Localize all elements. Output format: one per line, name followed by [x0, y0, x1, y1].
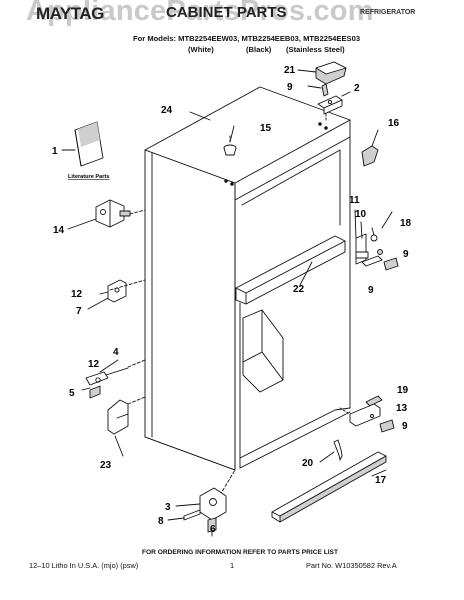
part-4-hinge-pin — [81, 359, 119, 399]
callout-10: 10 — [355, 209, 367, 220]
part-23-bracket — [107, 399, 129, 457]
part-3-bottom-hinge — [167, 487, 227, 537]
callout-labels: 1 2 3 4 5 6 7 8 9 9 9 9 10 11 12 12 13 1… — [52, 65, 412, 535]
callout-1: 1 — [52, 146, 58, 157]
leader-lines — [109, 209, 236, 496]
callout-9b: 9 — [403, 249, 409, 260]
callout-3: 3 — [165, 502, 171, 513]
footer-part-number: Part No. W10350582 Rev.A — [306, 561, 397, 570]
leader-15 — [229, 125, 235, 143]
callout-7: 7 — [76, 306, 82, 317]
part-15-plug — [223, 135, 237, 156]
callout-11: 11 — [349, 195, 360, 206]
part-1-literature — [61, 121, 104, 167]
callout-17: 17 — [375, 475, 387, 486]
callout-6: 6 — [210, 524, 216, 535]
callout-23: 23 — [100, 460, 112, 471]
cabinet-shell — [144, 86, 351, 471]
callout-9c: 9 — [368, 285, 374, 296]
callout-13: 13 — [396, 403, 408, 414]
callout-4: 4 — [113, 347, 119, 358]
callout-9d: 9 — [402, 421, 408, 432]
callout-14: 14 — [53, 225, 65, 236]
callout-9a: 9 — [287, 82, 293, 93]
part-10-middle-hinge — [354, 209, 399, 271]
leader-22 — [299, 261, 313, 286]
part-7-bracket — [87, 279, 127, 310]
part-13-lower-hinge — [339, 395, 395, 433]
models-line: For Models: MTB2254EEW03, MTB2254EEB03, … — [133, 34, 361, 43]
variant-stainless: (Stainless Steel) — [286, 45, 345, 54]
callout-18: 18 — [400, 218, 412, 229]
corner-note: REFRIGERATOR — [360, 9, 416, 16]
footer-page-number: 1 — [230, 561, 235, 570]
callout-20: 20 — [302, 458, 314, 469]
part-16-cap — [361, 129, 379, 167]
literature-parts-label: Literature Parts — [68, 174, 109, 180]
callout-24: 24 — [161, 105, 173, 116]
page-title: CABINET PARTS — [166, 4, 287, 21]
callout-12a: 12 — [71, 289, 83, 300]
callout-21: 21 — [284, 65, 296, 76]
callout-15: 15 — [260, 123, 272, 134]
part-21-cover — [297, 61, 347, 85]
variant-black: (Black) — [246, 45, 272, 54]
callout-12b: 12 — [88, 359, 100, 370]
part-17-toe-grille — [271, 451, 387, 523]
part-14-hinge — [67, 199, 131, 230]
callout-2: 2 — [354, 83, 360, 94]
callout-22: 22 — [293, 284, 305, 295]
brand-logo: MAYTAG — [36, 4, 104, 23]
callout-8: 8 — [158, 516, 164, 527]
part-2-top-hinge — [307, 83, 351, 121]
leader-18 — [381, 211, 393, 229]
part-20-clip — [319, 439, 343, 463]
callout-5: 5 — [69, 388, 75, 399]
callout-16: 16 — [388, 118, 400, 129]
watermark: AppliancePartsPros.com — [26, 0, 374, 27]
ordering-note: FOR ORDERING INFORMATION REFER TO PARTS … — [142, 549, 338, 556]
footer-litho: 12–10 Litho In U.S.A. (mjo) (psw) — [29, 561, 139, 570]
leader-24 — [189, 111, 211, 121]
leader-4 — [105, 367, 129, 376]
variant-white: (White) — [188, 45, 214, 54]
callout-19: 19 — [397, 385, 409, 396]
